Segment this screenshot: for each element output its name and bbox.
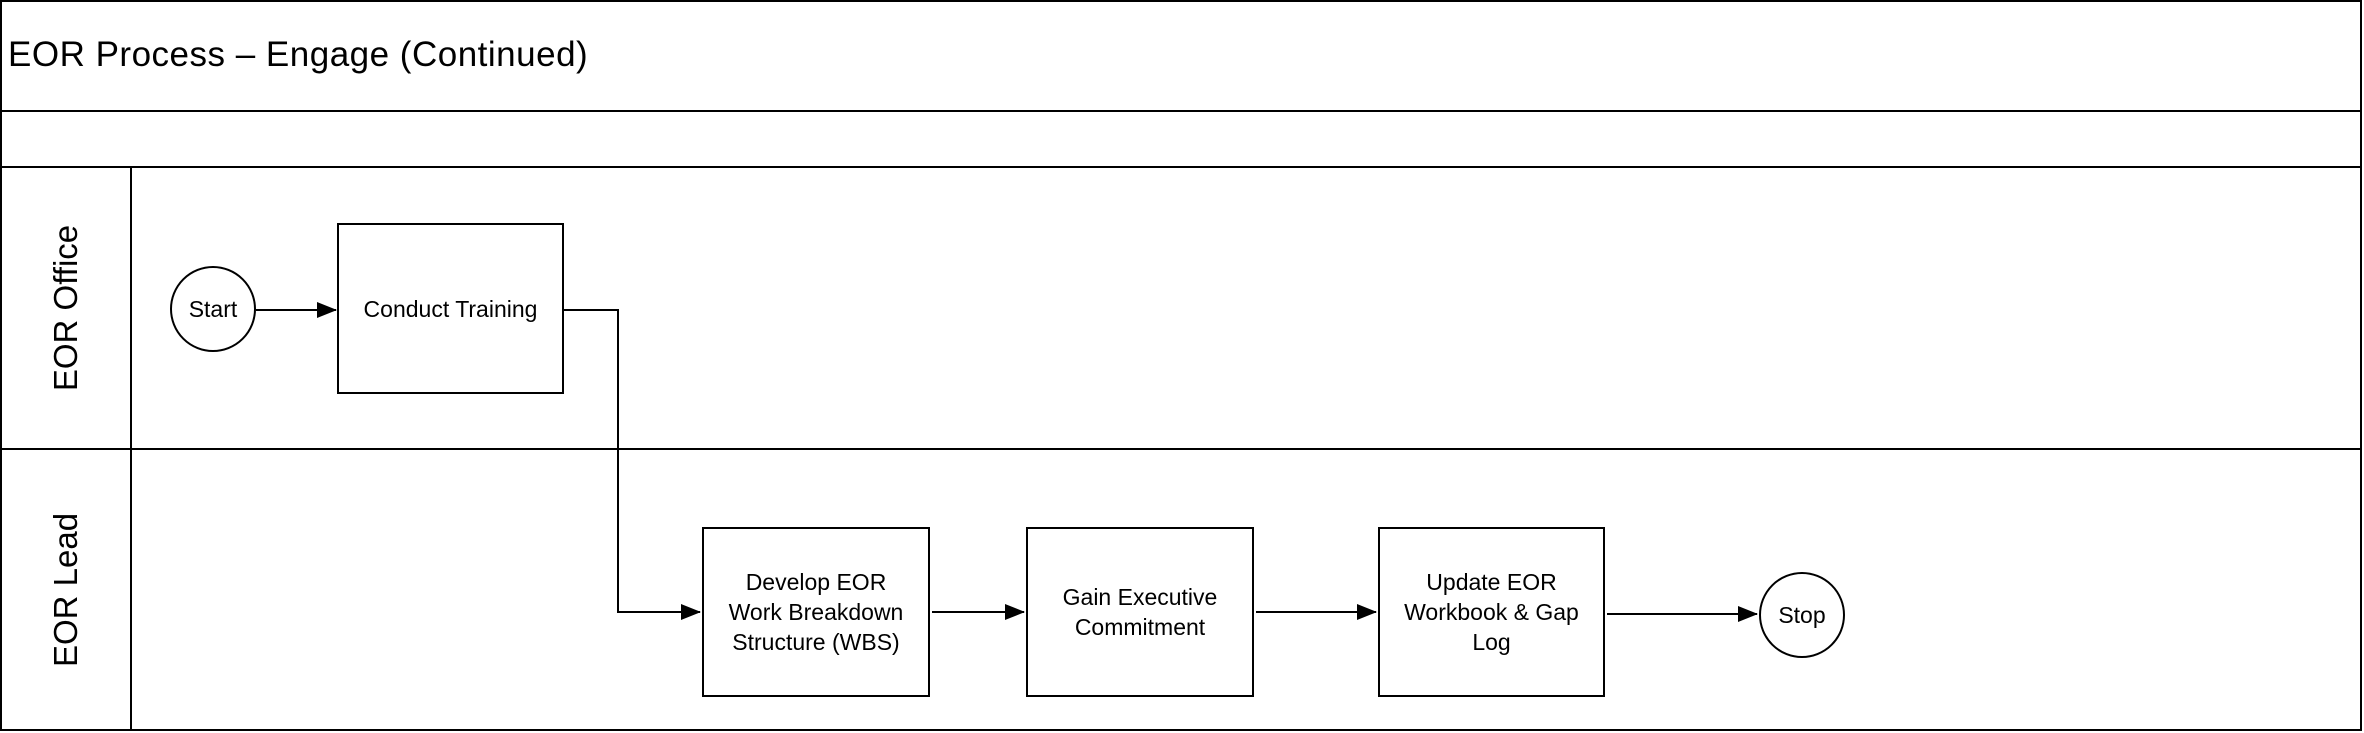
start-terminator: Start xyxy=(170,266,256,352)
lane-eor-lead-header: EOR Lead xyxy=(2,450,130,729)
spacer-row xyxy=(0,112,2362,166)
page-title: EOR Process – Engage (Continued) xyxy=(8,35,589,74)
process-box-develop-wbs: Develop EOR Work Breakdown Structure (WB… xyxy=(702,527,930,697)
process-box-gain-executive-commitment: Gain Executive Commitment xyxy=(1026,527,1254,697)
process-label: Update EOR Workbook & Gap Log xyxy=(1404,569,1579,655)
title-bar: EOR Process – Engage (Continued) xyxy=(0,0,2362,110)
lane-label-column-divider xyxy=(130,166,132,731)
connector-conduct-training-to-develop-wbs xyxy=(564,309,701,620)
process-box-conduct-training: Conduct Training xyxy=(337,223,564,394)
stop-terminator: Stop xyxy=(1759,572,1845,658)
process-label: Gain Executive Commitment xyxy=(1062,584,1218,640)
lane-label-eor-office: EOR Office xyxy=(47,224,84,392)
lane-label-eor-lead: EOR Lead xyxy=(47,512,84,667)
title-row-divider xyxy=(0,110,2362,112)
start-label: Start xyxy=(188,296,238,322)
process-box-update-workbook-gap-log: Update EOR Workbook & Gap Log xyxy=(1378,527,1605,697)
lane-eor-office-header: EOR Office xyxy=(2,168,130,448)
spacer-row-divider xyxy=(0,166,2362,168)
process-label: Conduct Training xyxy=(363,295,538,322)
lane-divider xyxy=(0,448,2362,450)
stop-label: Stop xyxy=(1778,602,1826,628)
process-label: Develop EOR Work Breakdown Structure (WB… xyxy=(728,569,904,655)
